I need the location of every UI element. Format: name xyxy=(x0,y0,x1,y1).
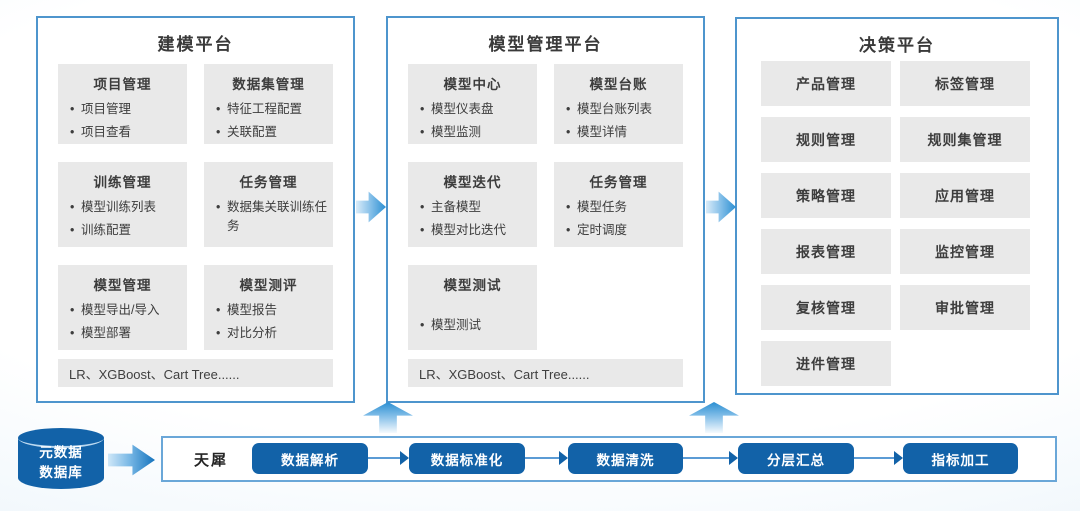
module-item: 模型台账列表 xyxy=(564,100,677,119)
up-arrow-icon xyxy=(689,402,739,433)
pipeline-step-cleaning: 数据清洗 xyxy=(568,443,683,474)
module-card-dataset-mgmt: 数据集管理 特征工程配置 关联配置 xyxy=(204,64,333,144)
module-item: 模型仪表盘 xyxy=(418,100,531,119)
model-management-platform-panel: 模型管理平台 模型中心 模型仪表盘 模型监测 模型台账 模型台账列表 模型详情 … xyxy=(386,16,705,403)
connector-line xyxy=(525,457,560,459)
module-item: 特征工程配置 xyxy=(214,100,327,119)
module-item: 模型详情 xyxy=(564,123,677,142)
pipeline-step-standardization: 数据标准化 xyxy=(409,443,525,474)
module-title: 模型台账 xyxy=(589,77,648,92)
module-items: 项目管理 项目查看 xyxy=(58,100,187,142)
database-label-line2: 数据库 xyxy=(39,464,83,480)
decision-cell-monitor: 监控管理 xyxy=(900,229,1030,274)
module-items: 模型仪表盘 模型监测 xyxy=(408,100,537,142)
module-item: 模型监测 xyxy=(418,123,531,142)
right-arrow-icon xyxy=(356,191,386,223)
module-title: 模型中心 xyxy=(443,77,502,92)
module-card-model-center: 模型中心 模型仪表盘 模型监测 xyxy=(408,64,537,144)
module-items: 特征工程配置 关联配置 xyxy=(204,100,333,142)
algorithms-footer: LR、XGBoost、Cart Tree...... xyxy=(58,359,333,387)
decision-cell-product: 产品管理 xyxy=(761,61,891,106)
module-item: 关联配置 xyxy=(214,123,327,142)
module-title: 任务管理 xyxy=(589,175,648,190)
module-card-model-iteration: 模型迭代 主备模型 模型对比迭代 xyxy=(408,162,537,247)
module-title: 训练管理 xyxy=(93,175,152,190)
module-items: 模型台账列表 模型详情 xyxy=(554,100,683,142)
modeling-platform-panel: 建模平台 项目管理 项目管理 项目查看 数据集管理 特征工程配置 关联配置 训练… xyxy=(36,16,355,403)
connector-arrowhead-icon xyxy=(894,451,903,465)
module-item: 模型部署 xyxy=(68,324,181,343)
connector-line xyxy=(683,457,730,459)
decision-cell-rule: 规则管理 xyxy=(761,117,891,162)
module-items: 模型任务 定时调度 xyxy=(554,198,683,240)
cylinder-top xyxy=(18,428,104,448)
module-item: 模型任务 xyxy=(564,198,677,217)
decision-cell-review: 复核管理 xyxy=(761,285,891,330)
decision-cell-report: 报表管理 xyxy=(761,229,891,274)
feed-arrow-icon xyxy=(108,444,155,476)
panel-title: 模型管理平台 xyxy=(488,35,603,54)
pipeline-step-indicator: 指标加工 xyxy=(903,443,1018,474)
decision-platform-panel: 决策平台 产品管理 标签管理 规则管理 规则集管理 策略管理 应用管理 报表管理… xyxy=(735,17,1059,395)
module-card-training-mgmt: 训练管理 模型训练列表 训练配置 xyxy=(58,162,187,247)
module-card-model-mgmt: 模型管理 模型导出/导入 模型部署 xyxy=(58,265,187,350)
module-card-model-test: 模型测试 模型测试 xyxy=(408,265,537,350)
module-card-model-eval: 模型测评 模型报告 对比分析 xyxy=(204,265,333,350)
database-label-line1: 元数据 xyxy=(39,445,83,460)
module-item: 模型测试 xyxy=(418,316,531,335)
connector-line xyxy=(854,457,895,459)
decision-cell-strategy: 策略管理 xyxy=(761,173,891,218)
database-label: 元数据 数据库 xyxy=(18,443,104,482)
panel-title: 决策平台 xyxy=(859,36,935,55)
module-title: 项目管理 xyxy=(93,77,152,92)
module-title: 任务管理 xyxy=(239,175,298,190)
module-item: 模型对比迭代 xyxy=(418,221,531,240)
module-item: 模型报告 xyxy=(214,301,327,320)
module-item: 对比分析 xyxy=(214,324,327,343)
module-item: 项目管理 xyxy=(68,100,181,119)
metadata-database-cylinder: 元数据 数据库 xyxy=(18,428,104,489)
module-card-task-mgmt: 任务管理 模型任务 定时调度 xyxy=(554,162,683,247)
up-arrow-icon xyxy=(363,402,413,433)
panel-title: 建模平台 xyxy=(157,35,234,54)
module-items: 模型测试 xyxy=(408,316,537,335)
module-grid: 模型中心 模型仪表盘 模型监测 模型台账 模型台账列表 模型详情 模型迭代 主备… xyxy=(408,64,683,350)
decision-cell-ruleset: 规则集管理 xyxy=(900,117,1030,162)
module-title: 数据集管理 xyxy=(232,77,305,92)
module-card-project-mgmt: 项目管理 项目管理 项目查看 xyxy=(58,64,187,144)
connector-arrowhead-icon xyxy=(729,451,738,465)
connector-arrowhead-icon xyxy=(559,451,568,465)
module-card-task-mgmt: 任务管理 数据集关联训练任务 xyxy=(204,162,333,247)
module-title: 模型测评 xyxy=(239,278,298,293)
algorithms-footer: LR、XGBoost、Cart Tree...... xyxy=(408,359,683,387)
module-item: 定时调度 xyxy=(564,221,677,240)
decision-grid: 产品管理 标签管理 规则管理 规则集管理 策略管理 应用管理 报表管理 监控管理… xyxy=(761,61,1030,386)
module-items: 数据集关联训练任务 xyxy=(204,198,333,236)
decision-cell-approval: 审批管理 xyxy=(900,285,1030,330)
module-item: 训练配置 xyxy=(68,221,181,240)
module-grid: 项目管理 项目管理 项目查看 数据集管理 特征工程配置 关联配置 训练管理 模型… xyxy=(58,64,333,350)
module-item: 项目查看 xyxy=(68,123,181,142)
decision-cell-app: 应用管理 xyxy=(900,173,1030,218)
right-arrow-icon xyxy=(706,191,736,223)
pipeline-step-aggregation: 分层汇总 xyxy=(738,443,854,474)
module-item: 模型导出/导入 xyxy=(68,301,181,320)
module-item: 数据集关联训练任务 xyxy=(214,198,327,236)
decision-cell-label: 标签管理 xyxy=(900,61,1030,106)
connector-arrowhead-icon xyxy=(400,451,409,465)
connector-line xyxy=(368,457,401,459)
module-card-model-ledger: 模型台账 模型台账列表 模型详情 xyxy=(554,64,683,144)
engine-name-label: 天犀 xyxy=(194,451,229,469)
module-items: 模型导出/导入 模型部署 xyxy=(58,301,187,343)
module-title: 模型迭代 xyxy=(443,175,502,190)
module-items: 主备模型 模型对比迭代 xyxy=(408,198,537,240)
pipeline-step-data-parse: 数据解析 xyxy=(252,443,368,474)
module-title: 模型测试 xyxy=(443,278,502,293)
module-title: 模型管理 xyxy=(93,278,152,293)
module-item: 模型训练列表 xyxy=(68,198,181,217)
module-items: 模型训练列表 训练配置 xyxy=(58,198,187,240)
decision-cell-intake: 进件管理 xyxy=(761,341,891,386)
module-item: 主备模型 xyxy=(418,198,531,217)
module-items: 模型报告 对比分析 xyxy=(204,301,333,343)
